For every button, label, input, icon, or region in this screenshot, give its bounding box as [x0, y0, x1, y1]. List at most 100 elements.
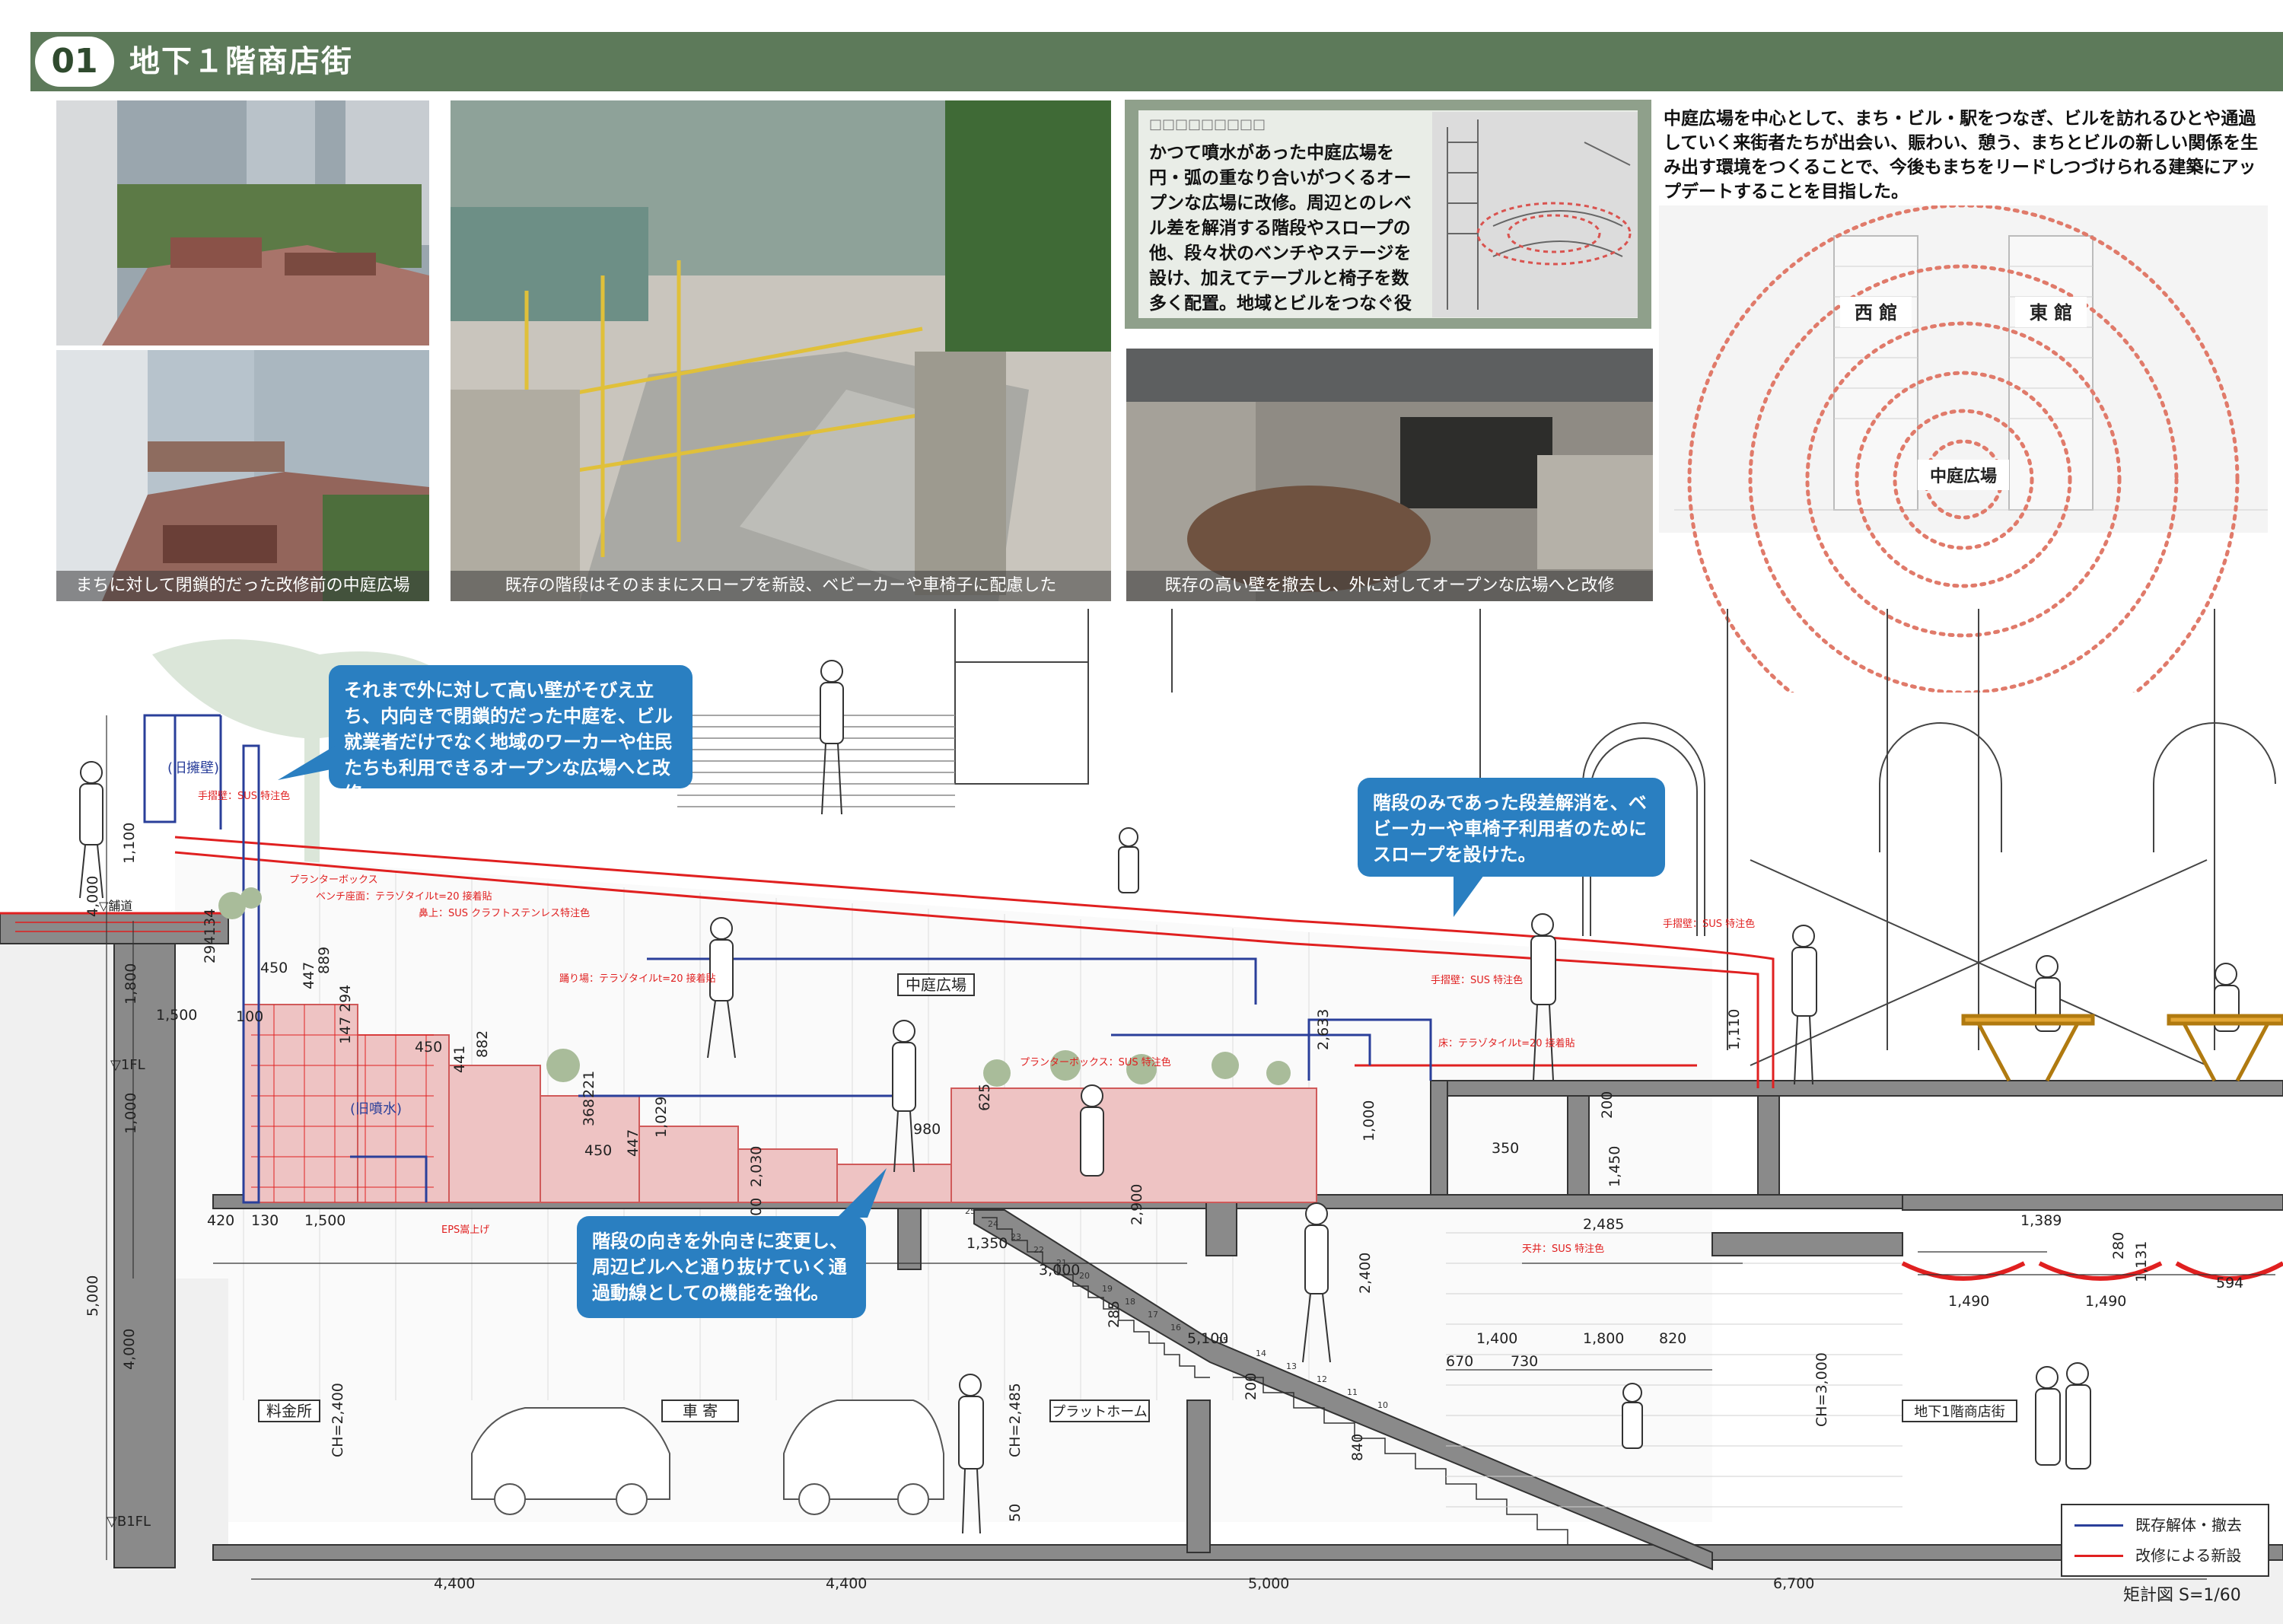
dim-53: 840	[1349, 1434, 1366, 1461]
dim-56: 1,800	[1583, 1330, 1624, 1347]
section-number: 01	[35, 37, 114, 87]
legend-line-new	[2074, 1555, 2123, 1557]
dim-43: CH=2,485	[1007, 1383, 1024, 1457]
dim-50: 285	[1106, 1301, 1122, 1328]
callout-open-plaza: それまで外に対して高い壁がそびえ立ち、内向きで閉鎖的だった中庭を、ビル就業者だけ…	[329, 665, 693, 804]
room-platform: プラットホーム	[1052, 1404, 1147, 1420]
scale-label: 矩計図 S=1/60	[2123, 1586, 2241, 1605]
section-header: 01 地下１階商店街	[30, 32, 2283, 91]
dim-25: 1,110	[1726, 1009, 1743, 1050]
concept-card-sketch	[1432, 112, 1638, 317]
dim-27: 200	[1599, 1091, 1616, 1119]
dim-42: CH=2,400	[330, 1383, 346, 1457]
dim-28: 1,450	[1606, 1146, 1623, 1187]
room-plaza: 中庭広場	[906, 976, 966, 994]
step-13: 13	[1286, 1361, 1297, 1371]
section-drawing: 中庭広場 料金所 車 寄 プラットホーム 地下1階商店街 (旧擁壁) (旧噴水)…	[0, 609, 2283, 1624]
dim-51: 5,100	[1187, 1330, 1228, 1347]
level-pavement: ▽舗道	[99, 899, 132, 913]
dim-21: 447	[625, 1129, 642, 1157]
callout-stairs-pointer	[837, 1168, 887, 1218]
concept-card-text: かつて噴水があった中庭広場を円・弧の重なり合いがつくるオープンな広場に改修。周辺…	[1149, 143, 1412, 314]
dim-55: 1,400	[1476, 1330, 1517, 1347]
step-23: 23	[1011, 1232, 1021, 1242]
photo-plaza-before-bottom: まちに対して閉鎖的だった改修前の中庭広場	[55, 349, 431, 603]
note-2: プランターボックス	[289, 874, 378, 886]
dim-10: 147	[337, 1017, 354, 1044]
label-east-wing: 東 館	[2030, 302, 2072, 323]
dim-32: 280	[2110, 1232, 2127, 1259]
dim-8: 447	[301, 962, 317, 989]
dim-59: 730	[1511, 1353, 1538, 1370]
note-10: EPS嵩上げ	[441, 1224, 489, 1236]
dim-15: 100	[236, 1008, 263, 1025]
step-22: 22	[1033, 1245, 1044, 1255]
concept-description: 中庭広場を中心として、まち・ビル・駅をつなぎ、ビルを訪れるひとや通過していく来街…	[1664, 109, 2259, 202]
photo-construction-stairs: 既存の階段はそのままにスロープを新設、ベビーカーや車椅子に配慮した	[449, 99, 1113, 603]
photo-plaza-before-bottom-image	[56, 350, 429, 601]
dim-3: 294	[202, 936, 218, 963]
photo-plaza-before-top	[55, 99, 431, 347]
step-17: 17	[1148, 1310, 1158, 1320]
dim-22: 980	[913, 1121, 941, 1138]
dim-64: 6,700	[1773, 1575, 1814, 1592]
dim-18: 221	[581, 1071, 597, 1098]
dim-36: 1,131	[2133, 1241, 2150, 1282]
photo-caption-before: まちに対して閉鎖的だった改修前の中庭広場	[56, 571, 429, 601]
photo-wall-removed: 既存の高い壁を撤去し、外に対してオープンな広場へと改修	[1125, 347, 1654, 603]
step-14: 14	[1256, 1349, 1266, 1358]
note-3: ベンチ座面：テラゾタイルt=20 接着貼	[316, 890, 492, 903]
label-plaza: 中庭広場	[1930, 467, 1997, 486]
room-car: 車 寄	[683, 1402, 718, 1420]
label-west-wing: 西 館	[1855, 302, 1897, 323]
dim-49: 3,000	[1039, 1262, 1080, 1279]
step-11: 11	[1347, 1387, 1358, 1397]
dim-14: 882	[474, 1030, 491, 1058]
dim-13: 441	[451, 1046, 468, 1073]
dim-12: 450	[415, 1039, 442, 1056]
callout-slope-pointer	[1454, 875, 1484, 917]
step-19: 19	[1102, 1284, 1113, 1294]
room-toll: 料金所	[266, 1402, 312, 1420]
dim-30: 2,485	[1583, 1216, 1624, 1233]
dim-33: 1,490	[1948, 1293, 1989, 1310]
dim-45: 2,030	[748, 1146, 765, 1187]
photo-caption-stairs: 既存の階段はそのままにスロープを新設、ベビーカーや車椅子に配慮した	[451, 571, 1111, 601]
dim-38: 130	[251, 1212, 279, 1229]
step-12: 12	[1317, 1374, 1327, 1384]
photo-caption-wall: 既存の高い壁を撤去し、外に対してオープンな広場へと改修	[1126, 571, 1653, 601]
dim-17: 368	[581, 1099, 597, 1126]
step-15: 15	[1218, 1336, 1228, 1345]
concept-card-inner: □□□□□□□□□ かつて噴水があった中庭広場を円・弧の重なり合いがつくるオープ…	[1138, 110, 1638, 318]
label-old-wall: (旧擁壁)	[167, 760, 219, 776]
dim-58: 670	[1446, 1353, 1473, 1370]
note-8: 手摺壁：SUS 特注色	[1431, 974, 1523, 986]
dim-26: 1,000	[1361, 1100, 1377, 1142]
dim-9: 889	[316, 947, 333, 974]
dim-37: 420	[207, 1212, 234, 1229]
dim-34: 1,490	[2085, 1293, 2126, 1310]
note-6: プランターボックス：SUS 特注色	[1020, 1056, 1171, 1068]
dim-57: 820	[1659, 1330, 1686, 1347]
section-title: 地下１階商店街	[129, 44, 353, 79]
dim-47: 2,900	[1129, 1184, 1145, 1225]
dim-44: 50	[1007, 1504, 1024, 1522]
dim-24: 2,633	[1315, 1009, 1332, 1050]
dim-63: 5,000	[1248, 1575, 1289, 1592]
dim-16: 1,000	[123, 1093, 139, 1134]
note-4: 鼻上：SUS クラフトステンレス特注色	[419, 907, 590, 919]
step-24: 24	[988, 1219, 998, 1229]
legend-label-new: 改修による新設	[2135, 1546, 2242, 1565]
dim-5: 1,800	[123, 963, 139, 1005]
room-shops: 地下1階商店街	[1914, 1404, 2004, 1420]
label-old-fountain: (旧噴水)	[350, 1101, 402, 1117]
dim-35: 594	[2216, 1275, 2243, 1291]
dim-52: 200	[1243, 1373, 1259, 1400]
dim-6: 1,500	[156, 1007, 197, 1024]
level-1fl: ▽1FL	[110, 1057, 145, 1073]
step-10: 10	[1377, 1400, 1388, 1410]
legend: 既存解体・撤去 改修による新設	[2061, 1504, 2269, 1577]
dim-41: 4,000	[121, 1329, 138, 1370]
legend-label-existing: 既存解体・撤去	[2135, 1516, 2242, 1534]
